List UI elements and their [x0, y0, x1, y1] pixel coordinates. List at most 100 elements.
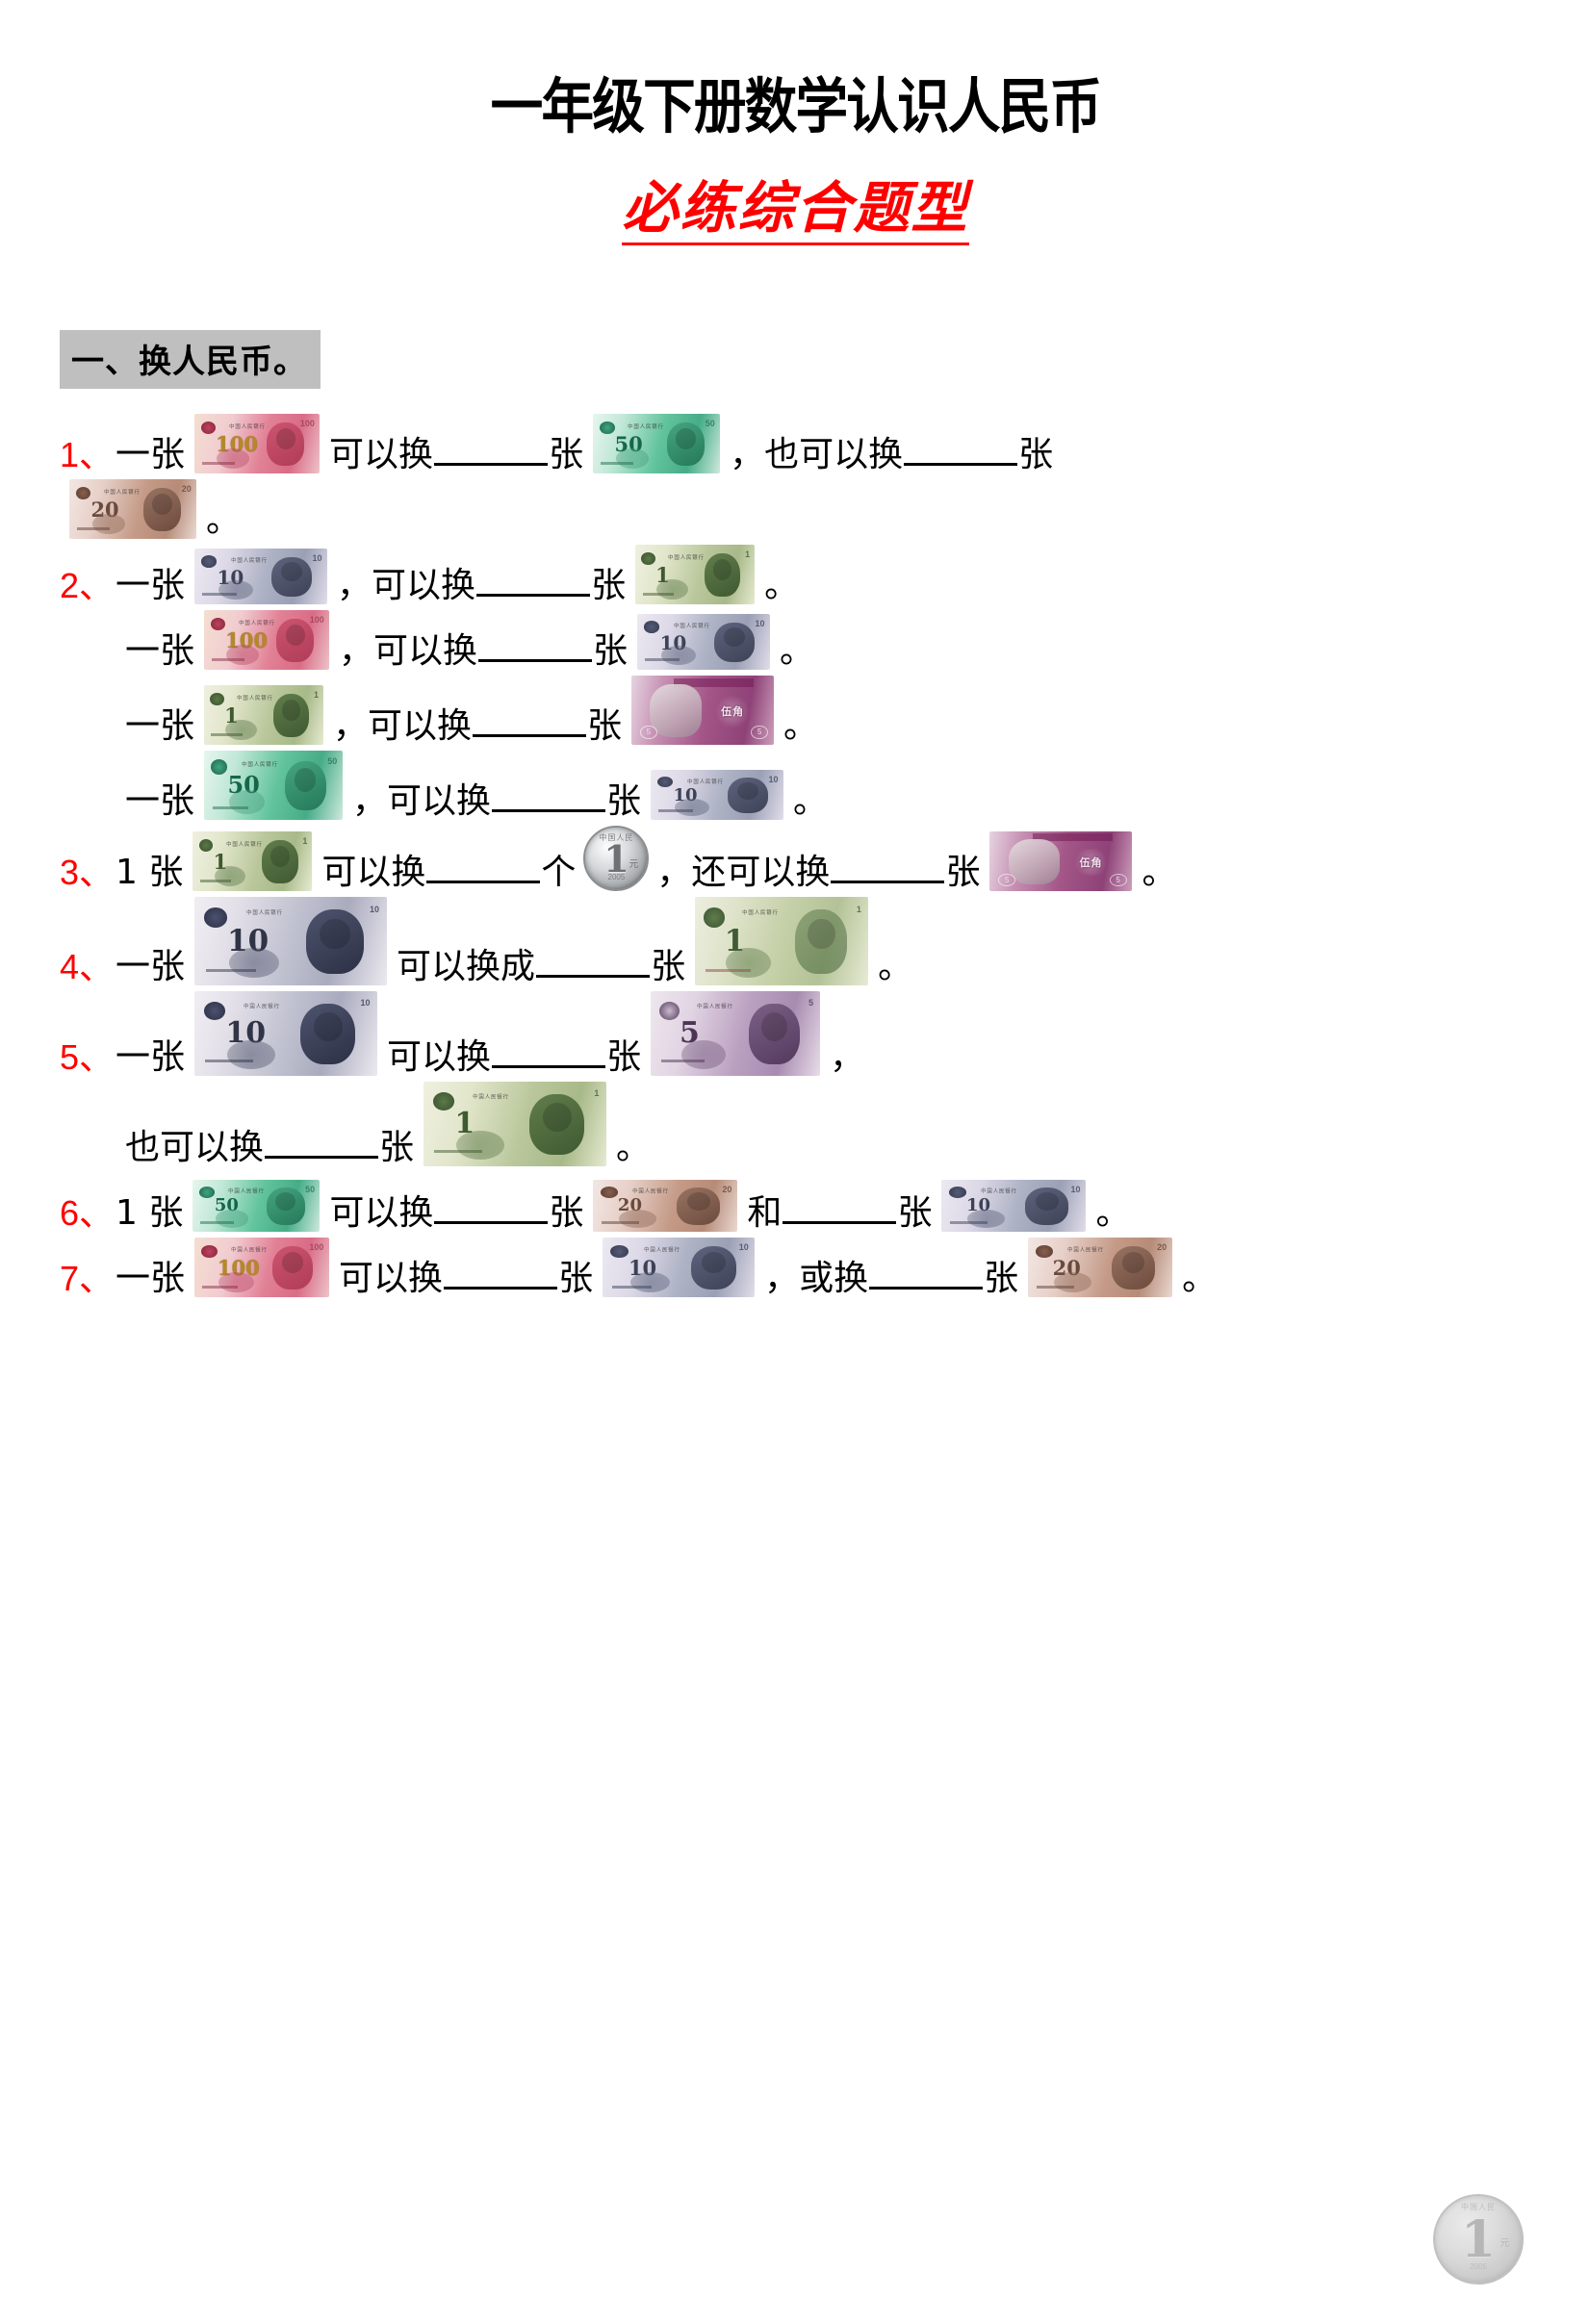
note-denomination: 伍角: [1072, 848, 1110, 877]
note-corner-value: 10: [312, 553, 322, 564]
note-corner-value: 10: [370, 904, 380, 914]
note-bank-name: 中国人民银行: [741, 910, 779, 917]
question-text: 张: [1018, 434, 1054, 474]
note-emblem-icon: [658, 1001, 680, 1021]
note-denomination: 伍角: [713, 695, 752, 728]
note-flower-ornament: [619, 1210, 657, 1228]
question-text: 可以换: [329, 434, 434, 474]
note-corner-value: 1: [302, 836, 308, 847]
watermark-top-text: 中国人民: [1461, 2203, 1496, 2212]
note-bank-name: 中国人民银行: [696, 1005, 733, 1010]
note-emblem-icon: [432, 1091, 455, 1111]
answer-blank[interactable]: [904, 462, 1018, 467]
answer-blank[interactable]: [473, 733, 587, 738]
note-corner-value: 1: [594, 1088, 600, 1099]
note-corner-value: 5: [1109, 874, 1127, 886]
coin-year: 2005: [607, 873, 626, 882]
answer-blank[interactable]: [831, 880, 945, 884]
answer-blank[interactable]: [492, 808, 606, 813]
note-emblem-icon: [204, 907, 228, 928]
note-emblem-icon: [656, 776, 674, 788]
note-portrait: [272, 694, 310, 737]
answer-blank[interactable]: [783, 1220, 897, 1225]
answer-blank[interactable]: [492, 1064, 606, 1069]
question-text: 。: [783, 705, 819, 746]
note-flower-ornament: [226, 644, 260, 665]
question-text: 张: [558, 1258, 594, 1298]
note-flower-ornament: [629, 1271, 670, 1292]
note-bank-name: 中国人民银行: [231, 558, 268, 564]
question-text: 张: [591, 565, 627, 605]
note-flower-ornament: [214, 865, 245, 886]
answer-blank[interactable]: [536, 974, 651, 979]
question-text: 一张: [125, 780, 195, 821]
question-number: 5、: [60, 1036, 115, 1077]
note-serial-number: [202, 1285, 238, 1289]
question-text: 。: [780, 630, 815, 671]
answer-blank[interactable]: [476, 593, 591, 598]
answer-blank[interactable]: [265, 1155, 379, 1160]
note-bank-name: 中国人民银行: [473, 1095, 510, 1101]
note-corner-value: 100: [299, 419, 315, 429]
section-heading: 一、换人民币。: [60, 330, 321, 390]
question-text: 一张: [115, 946, 186, 986]
question-text: 张: [984, 1258, 1019, 1298]
note-emblem-icon: [643, 621, 660, 634]
note-flower-ornament: [1054, 1271, 1092, 1292]
answer-blank[interactable]: [444, 1286, 558, 1290]
note-bank-name: 中国人民银行: [225, 842, 263, 848]
note-bank-name: 中国人民银行: [246, 910, 283, 917]
question-text: 1 张: [115, 852, 184, 892]
note-emblem-icon: [948, 1186, 966, 1198]
note-emblem-icon: [600, 1186, 618, 1198]
question-text: 张: [897, 1192, 933, 1233]
question-text: 张: [651, 946, 686, 986]
question-text: ，可以换: [337, 565, 476, 605]
question-text: 张: [945, 852, 981, 892]
note-emblem-icon: [211, 759, 228, 775]
question-text: ，还可以换: [656, 852, 831, 892]
note-corner-value: 10: [768, 774, 779, 784]
question-number: 7、: [60, 1258, 115, 1298]
note-serial-number: [212, 805, 249, 809]
note-emblem-icon: [200, 555, 218, 569]
note-flower-ornament: [229, 947, 280, 979]
note-emblem-icon: [75, 486, 91, 500]
note-flower-ornament: [726, 947, 772, 979]
note-emblem-icon: [201, 1244, 218, 1259]
question-text: 张: [549, 1192, 584, 1233]
note-portrait: [271, 556, 312, 598]
coin-top-text: 中国人民: [599, 832, 634, 842]
note-flower-ornament: [674, 799, 709, 816]
answer-blank[interactable]: [434, 462, 549, 467]
answer-blank[interactable]: [434, 1220, 549, 1225]
note-flower-ornament: [456, 1130, 504, 1160]
note-emblem-icon: [198, 1186, 215, 1198]
coin-denomination: 1: [603, 836, 629, 881]
question-text: 张: [379, 1127, 415, 1167]
question-text: 和: [747, 1192, 783, 1233]
question-text: 一张: [125, 705, 195, 746]
question-text: 张: [549, 434, 584, 474]
note-portrait: [666, 422, 706, 466]
note-band: [674, 677, 755, 687]
answer-blank[interactable]: [478, 658, 593, 663]
note-portrait: [267, 422, 305, 466]
note-serial-number: [611, 1285, 652, 1289]
answer-blank[interactable]: [426, 880, 541, 884]
answer-blank[interactable]: [869, 1286, 984, 1290]
